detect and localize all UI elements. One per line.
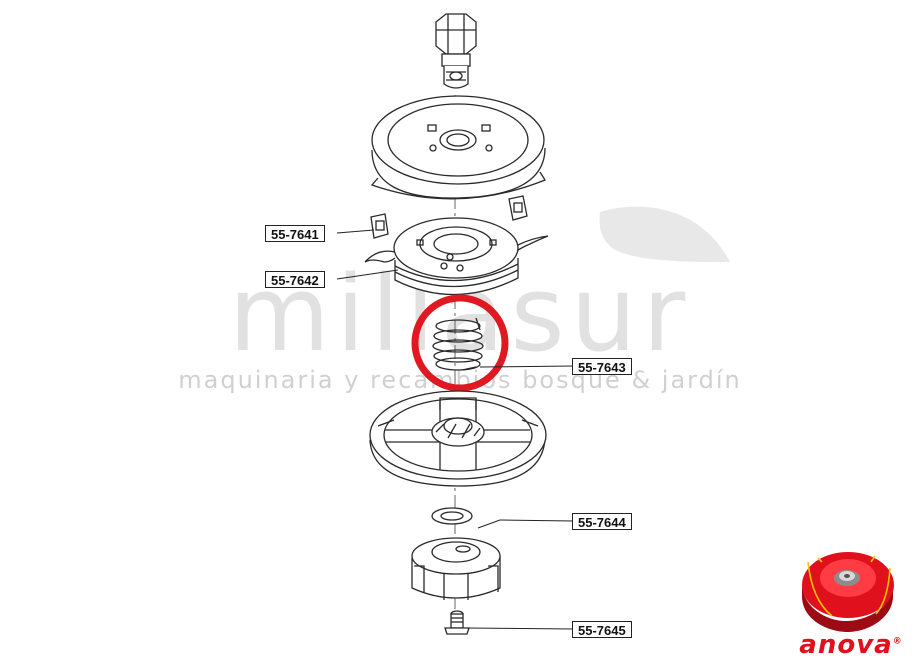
- part-label-55-7644: 55-7644: [572, 513, 632, 530]
- spring-clip-left: [370, 213, 389, 239]
- highlight-ring: [411, 294, 509, 392]
- base-plate: [369, 390, 547, 487]
- bolt: [444, 610, 470, 635]
- anova-logo-text: anova: [799, 630, 893, 660]
- trademark-symbol: ®: [892, 636, 903, 647]
- part-label-55-7643: 55-7643: [572, 358, 632, 375]
- leader-lines: [336, 229, 574, 630]
- anova-logo: anova®: [788, 632, 914, 658]
- anova-logo-image: [802, 552, 894, 632]
- adapter-nut: [435, 13, 477, 89]
- washer: [431, 507, 473, 525]
- leaf-watermark-icon: [599, 206, 730, 262]
- spring-clip-right: [508, 195, 528, 221]
- line-spool: [364, 217, 549, 296]
- compression-spring: [432, 317, 484, 371]
- bump-knob: [411, 537, 501, 600]
- part-label-55-7641: 55-7641: [265, 225, 325, 242]
- part-label-55-7642: 55-7642: [265, 271, 325, 288]
- top-cover: [370, 95, 546, 200]
- part-label-55-7645: 55-7645: [572, 621, 632, 638]
